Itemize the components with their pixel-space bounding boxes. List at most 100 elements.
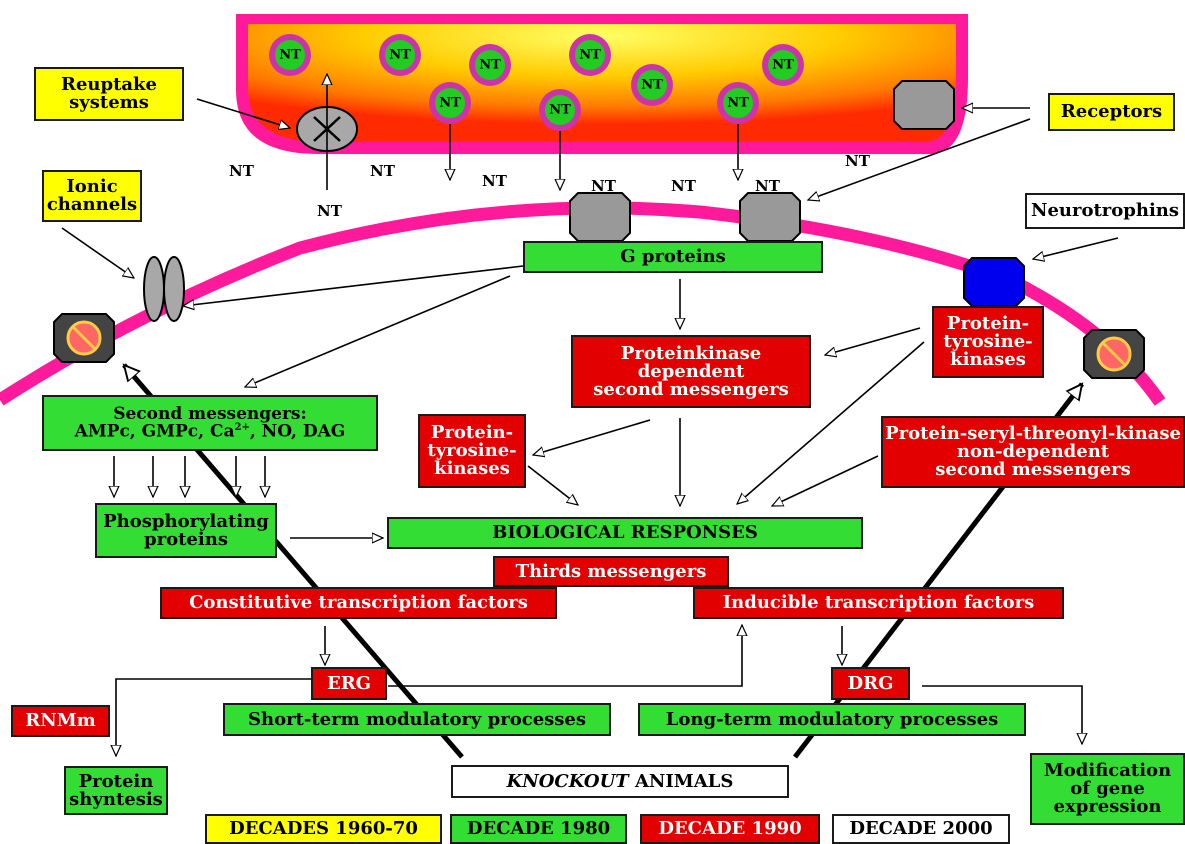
inducible-tf-box: Inducible transcription factors	[693, 587, 1064, 619]
biological-responses-box: BIOLOGICAL RESPONSES	[387, 517, 863, 549]
reuptake-systems-box: Reuptake systems	[34, 67, 184, 121]
g-proteins-label: G proteins	[620, 246, 726, 267]
biological-responses-label: BIOLOGICAL RESPONSES	[492, 522, 758, 543]
ptk-left-line-2: tyrosine-	[427, 440, 517, 461]
modification-line-3: expression	[1053, 796, 1162, 817]
reuptake-line-1: Reuptake	[61, 74, 157, 95]
vesicle-icon	[379, 34, 421, 76]
knockout-animals-label: KNOCKOUT ANIMALS	[506, 770, 734, 792]
blocked-right-icon	[1083, 329, 1145, 379]
pk-dep-line-3: second messengers	[593, 378, 789, 400]
trk-receptor-icon	[963, 257, 1025, 307]
ptk-right-line-1: Protein-	[946, 313, 1030, 334]
vesicle-nt-label: NT	[549, 102, 571, 118]
modification-line-1: Modification	[1043, 760, 1172, 781]
neurotrophins-box: Neurotrophins	[1025, 193, 1185, 229]
phosphorylating-proteins-box: Phosphorylating proteins	[95, 503, 277, 558]
vesicle-icon	[762, 44, 804, 86]
second-msg-sup: 2+	[234, 421, 250, 433]
drg-label: DRG	[847, 672, 894, 694]
nt-label: NT	[671, 177, 696, 195]
constitutive-tf-box: Constitutive transcription factors	[160, 587, 557, 619]
erg-box: ERG	[311, 667, 387, 700]
thirds-messengers-box: Thirds messengers	[493, 556, 729, 587]
long-term-label: Long-term modulatory processes	[665, 708, 999, 730]
knockout-rest: ANIMALS	[628, 770, 734, 792]
protein-syn-line-2: shyntesis	[69, 788, 163, 810]
receptors-label: Receptors	[1060, 101, 1163, 122]
ionic-line-2: channels	[46, 194, 138, 215]
knockout-animals-box: KNOCKOUT ANIMALS	[451, 765, 789, 798]
ionic-line-1: Ionic	[66, 176, 118, 197]
ion-channel-icon	[143, 256, 185, 322]
nt-label: NT	[229, 162, 254, 180]
proteinkinase-dependent-box: Proteinkinase dependent second messenger…	[571, 335, 811, 408]
reuptake-line-2: systems	[69, 92, 149, 113]
second-msg-body: AMPc, GMPc, Ca	[74, 421, 235, 442]
thirds-messengers-label: Thirds messengers	[515, 560, 707, 582]
legend-label: DECADES 1960-70	[229, 818, 418, 839]
short-term-label: Short-term modulatory processes	[247, 708, 587, 730]
protein-tyrosine-kinases-right-box: Protein- tyrosine- kinases	[932, 306, 1044, 378]
legend-1980: DECADE 1980	[450, 814, 627, 844]
vesicle-nt-label: NT	[439, 95, 461, 111]
second-messengers-box: Second messengers: AMPc, GMPc, Ca2+, NO,…	[42, 395, 378, 451]
nt-label: NT	[482, 172, 507, 190]
knockout-emphasis: KNOCKOUT	[506, 770, 629, 792]
short-term-box: Short-term modulatory processes	[223, 703, 611, 736]
postsynaptic-receptor-icon	[569, 192, 631, 242]
receptors-box: Receptors	[1048, 93, 1175, 131]
vesicle-nt-label: NT	[579, 47, 601, 63]
vesicle-icon	[269, 34, 311, 76]
nt-label: NT	[845, 152, 870, 170]
ptk-right-line-3: kinases	[950, 349, 1026, 370]
long-term-box: Long-term modulatory processes	[638, 703, 1026, 736]
legend-label: DECADE 2000	[849, 818, 993, 839]
pk-dep-line-1: Proteinkinase	[620, 342, 762, 364]
vesicle-nt-label: NT	[641, 77, 663, 93]
vesicle-nt-label: NT	[389, 47, 411, 63]
protein-syn-line-1: Protein	[78, 770, 154, 792]
phos-line-2: proteins	[144, 528, 228, 550]
rnmm-label: RNMm	[25, 710, 96, 731]
vesicle-nt-label: NT	[279, 47, 301, 63]
psk-line-1: Protein-seryl-threonyl-kinase	[885, 423, 1181, 444]
neurotrophins-label: Neurotrophins	[1030, 200, 1180, 221]
postsynaptic-receptor-icon	[739, 192, 801, 242]
vesicle-icon	[429, 82, 471, 124]
vesicle-nt-label: NT	[727, 95, 749, 111]
pk-dep-line-2: dependent	[637, 360, 745, 382]
protein-seryl-threonyl-box: Protein-seryl-threonyl-kinase non-depend…	[881, 416, 1185, 488]
postsynaptic-membrane	[0, 201, 1166, 406]
g-proteins-box: G proteins	[523, 241, 823, 273]
erg-label: ERG	[326, 672, 372, 694]
legend-1990: DECADE 1990	[640, 814, 820, 844]
legend-2000: DECADE 2000	[832, 814, 1010, 844]
vesicle-icon	[569, 34, 611, 76]
vesicle-nt-label: NT	[479, 57, 501, 73]
vesicles	[269, 34, 804, 131]
ptk-left-line-1: Protein-	[430, 422, 514, 443]
drg-box: DRG	[831, 667, 910, 700]
nt-label: NT	[370, 162, 395, 180]
modification-line-2: of gene	[1070, 778, 1145, 799]
modification-gene-expression-box: Modification of gene expression	[1030, 753, 1185, 825]
vesicle-icon	[717, 82, 759, 124]
nt-label: NT	[591, 177, 616, 195]
psk-line-3: second messengers	[935, 459, 1131, 480]
protein-synthesis-box: Protein shyntesis	[64, 766, 168, 815]
protein-tyrosine-kinases-left-box: Protein- tyrosine- kinases	[418, 414, 526, 488]
legend-label: DECADE 1990	[658, 818, 802, 839]
rnmm-box: RNMm	[11, 705, 110, 737]
vesicle-nt-label: NT	[772, 57, 794, 73]
second-messengers-title: Second messengers:	[113, 403, 307, 424]
vesicle-icon	[539, 89, 581, 131]
psk-line-2: non-dependent	[956, 441, 1110, 462]
legend-label: DECADE 1980	[466, 818, 611, 839]
second-msg-tail: , NO, DAG	[249, 421, 346, 442]
inducible-label: Inducible transcription factors	[722, 592, 1035, 613]
phos-line-1: Phosphorylating	[103, 510, 269, 532]
ptk-right-line-2: tyrosine-	[943, 331, 1033, 352]
blocked-left-icon	[53, 313, 115, 363]
nt-label: NT	[755, 177, 780, 195]
